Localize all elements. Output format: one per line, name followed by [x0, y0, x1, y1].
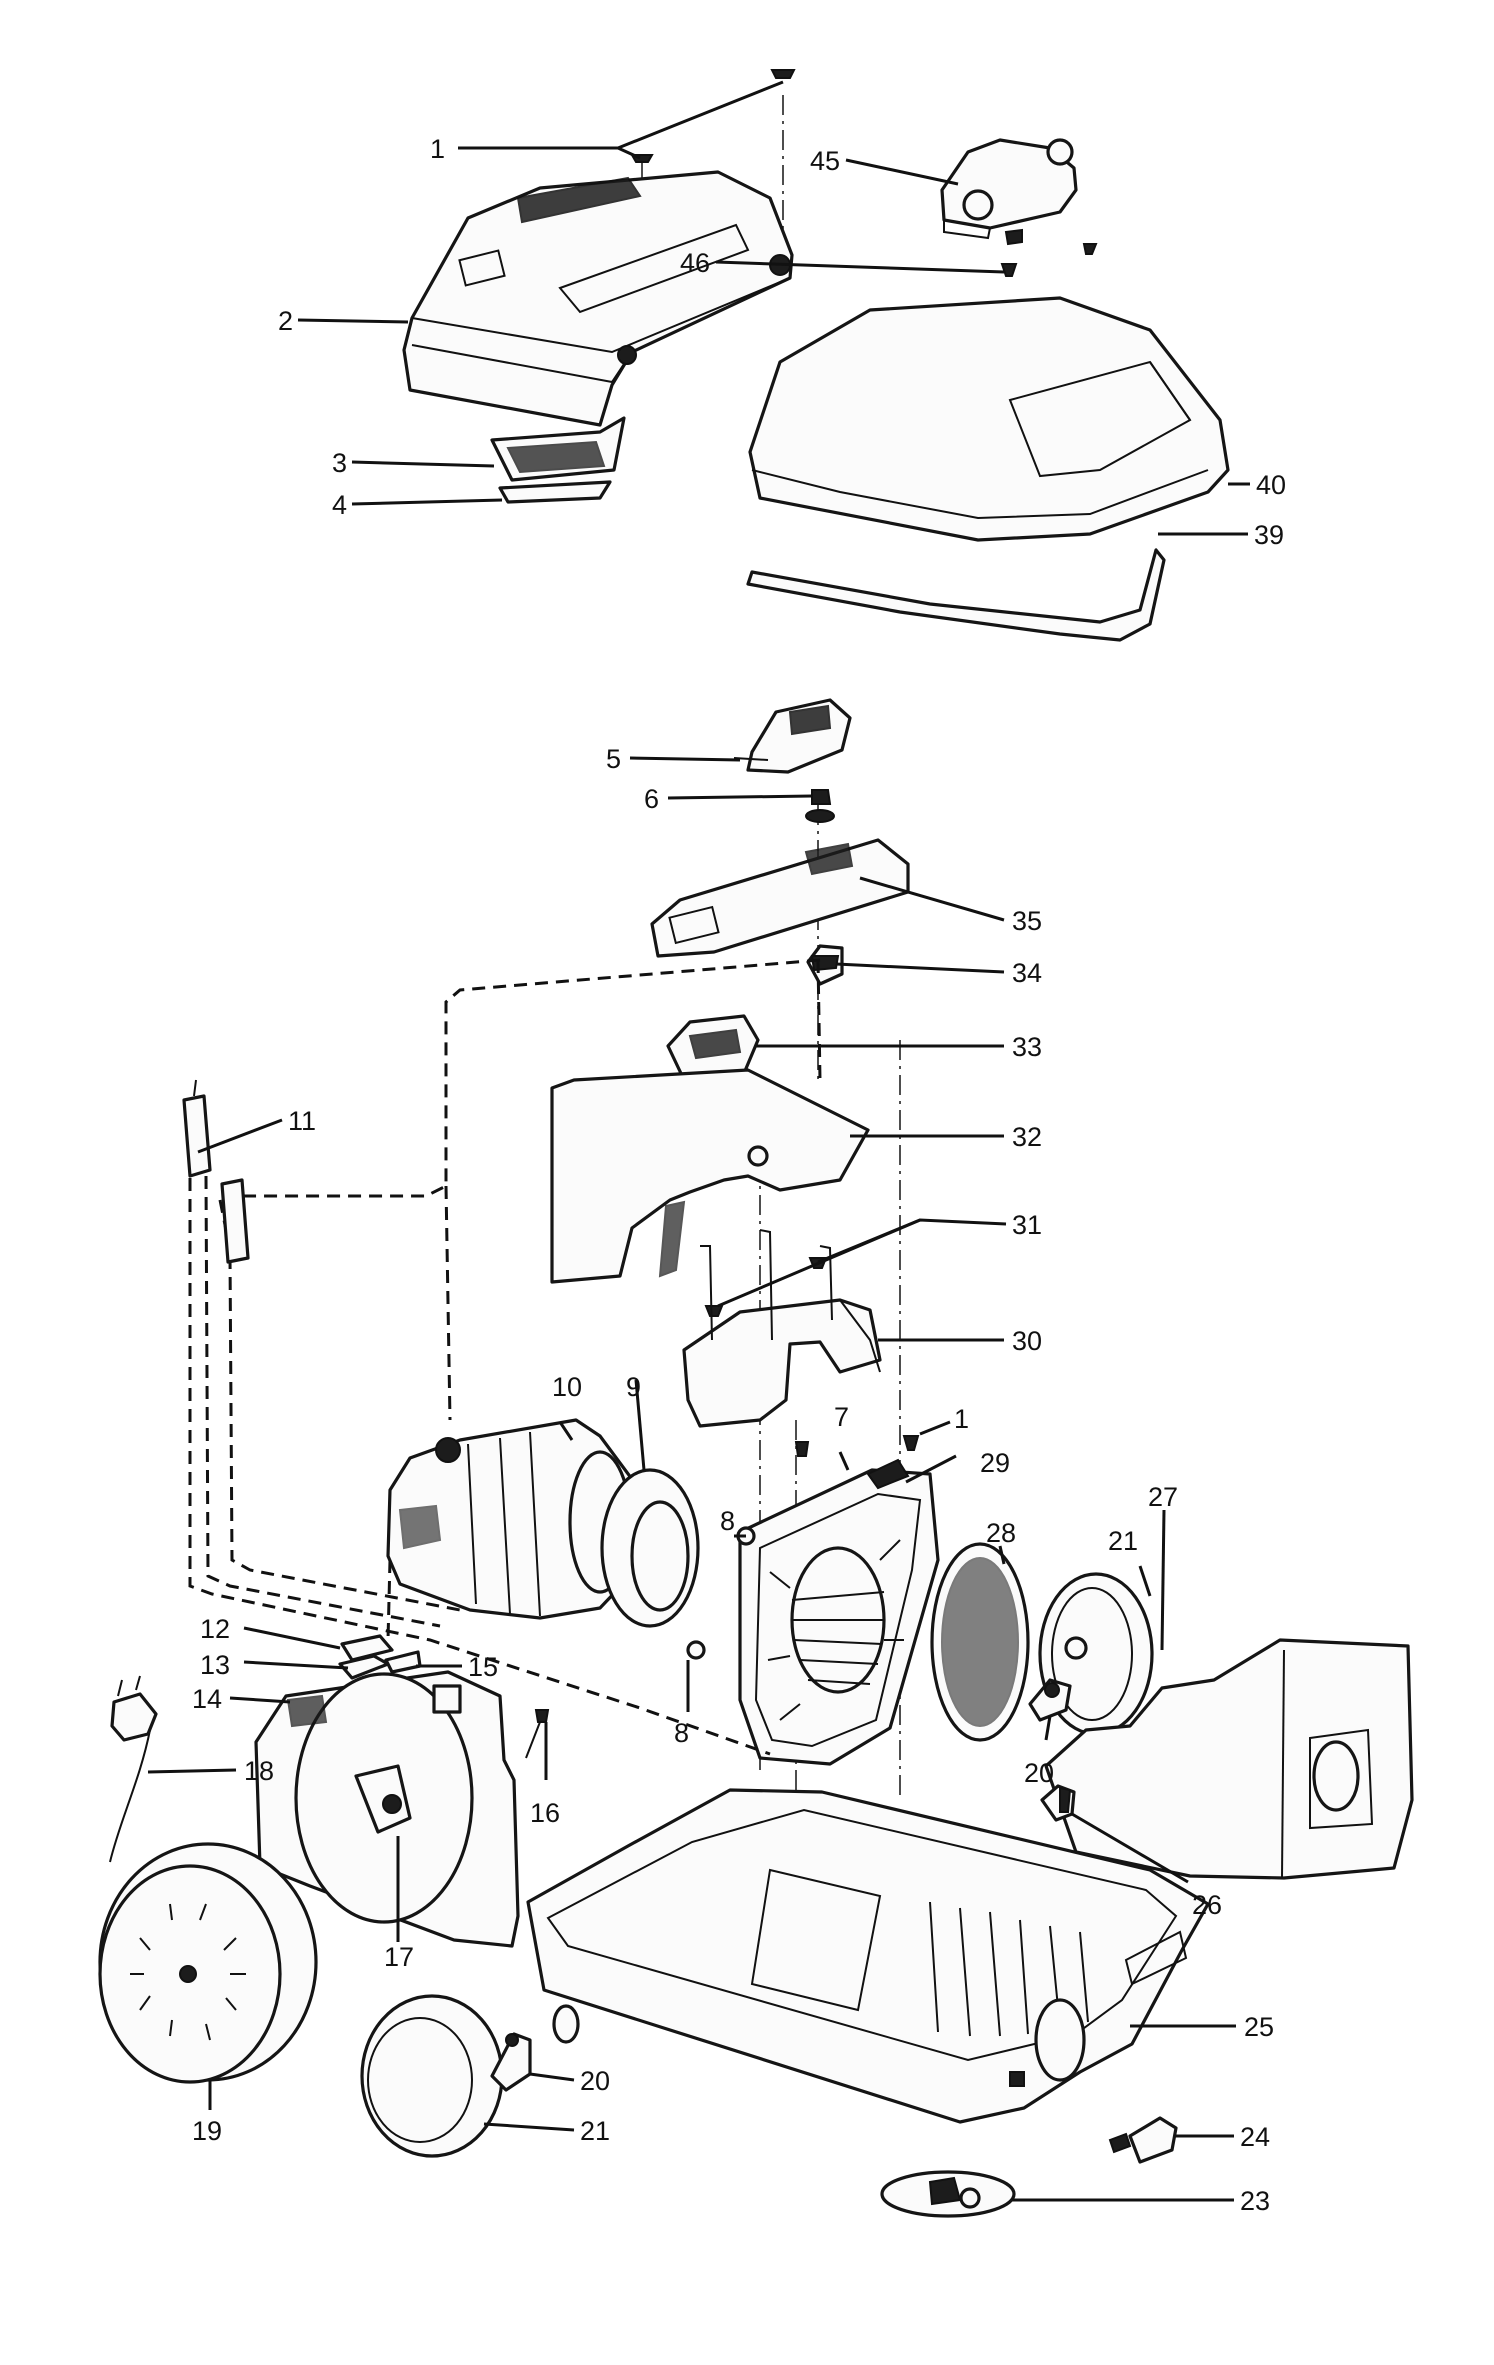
label-14: 14	[192, 1684, 222, 1714]
base-housing-part	[526, 1788, 1210, 2124]
switch-part	[1108, 2116, 1178, 2164]
screw-part	[630, 69, 796, 163]
wire-connector-part	[182, 1079, 250, 1264]
switch-cover-part	[733, 698, 852, 774]
label-2: 2	[278, 306, 293, 336]
switch-part	[806, 944, 844, 986]
gasket-part	[746, 548, 1166, 642]
label-27: 27	[1148, 1482, 1178, 1512]
label-19: 19	[192, 2116, 222, 2146]
label-5: 5	[606, 744, 621, 774]
label-9: 9	[626, 1372, 641, 1402]
contact-part	[338, 1634, 422, 1680]
button-part	[805, 789, 835, 823]
grille-part	[930, 1542, 1030, 1742]
motor-part	[386, 1418, 642, 1620]
label-35: 35	[1012, 906, 1042, 936]
label-23: 23	[1240, 2186, 1270, 2216]
upper-hood-part	[402, 170, 794, 427]
label-33: 33	[1012, 1032, 1042, 1062]
label-6: 6	[644, 784, 659, 814]
label-20: 20	[1024, 1758, 1054, 1788]
motor-ring-part	[600, 1468, 700, 1628]
label-11: 11	[288, 1106, 316, 1136]
label-13: 13	[200, 1650, 230, 1680]
label-31: 31	[1012, 1210, 1042, 1240]
leader-lines	[147, 80, 1250, 2202]
label-15: 15	[468, 1652, 498, 1682]
motor-cover-part	[550, 1068, 870, 1284]
label-39: 39	[1254, 520, 1284, 550]
label-32: 32	[1012, 1122, 1042, 1152]
label-21: 21	[1108, 1526, 1138, 1556]
label-7: 7	[834, 1402, 849, 1432]
label-40: 40	[1256, 470, 1286, 500]
filter-frame-part	[738, 1458, 940, 1766]
axle-part	[1028, 1678, 1072, 1722]
label-29: 29	[980, 1448, 1010, 1478]
label-10: 10	[552, 1372, 582, 1402]
part-labels: 1 2 3 4 45 46 40 39 5 6 35 34 33 32 31 1…	[192, 134, 1286, 2216]
cord-reel-housing-part	[254, 1670, 520, 1948]
label-46: 46	[680, 248, 710, 278]
label-24: 24	[1240, 2122, 1270, 2152]
label-17: 17	[384, 1942, 414, 1972]
dust-bag-part	[1044, 1638, 1414, 1880]
label-16: 16	[530, 1798, 560, 1828]
label-28: 28	[986, 1518, 1016, 1548]
label-45: 45	[810, 146, 840, 176]
label-34: 34	[1012, 958, 1042, 988]
label-1: 1	[430, 134, 445, 164]
wire-harness	[188, 958, 822, 1756]
switch-bracket-part	[666, 1014, 760, 1086]
top-panel-part	[650, 838, 910, 958]
label-1-lower: 1	[954, 1404, 969, 1434]
bag-clip-part	[1040, 1784, 1076, 1822]
axle-part	[490, 2032, 532, 2092]
motor-mount-part	[682, 1229, 882, 1428]
screw-part	[1000, 243, 1098, 277]
label-4: 4	[332, 490, 347, 520]
handle-bracket-part	[940, 138, 1078, 246]
label-8: 8	[720, 1506, 735, 1536]
label-30: 30	[1012, 1326, 1042, 1356]
label-20-lower: 20	[580, 2066, 610, 2096]
cover-hood-part	[748, 296, 1230, 542]
label-21-lower: 21	[580, 2116, 610, 2146]
cord-and-plug-part	[109, 1675, 158, 1863]
cord-reel-part	[98, 1842, 318, 2084]
label-3: 3	[332, 448, 347, 478]
screw-part	[686, 1435, 920, 1660]
caster-part	[880, 2170, 1016, 2218]
wheel-part	[360, 1994, 504, 2158]
label-8-lower: 8	[674, 1718, 689, 1748]
label-25: 25	[1244, 2012, 1274, 2042]
label-12: 12	[200, 1614, 230, 1644]
filter-part	[490, 416, 626, 504]
label-18: 18	[244, 1756, 274, 1786]
label-26: 26	[1192, 1890, 1222, 1920]
